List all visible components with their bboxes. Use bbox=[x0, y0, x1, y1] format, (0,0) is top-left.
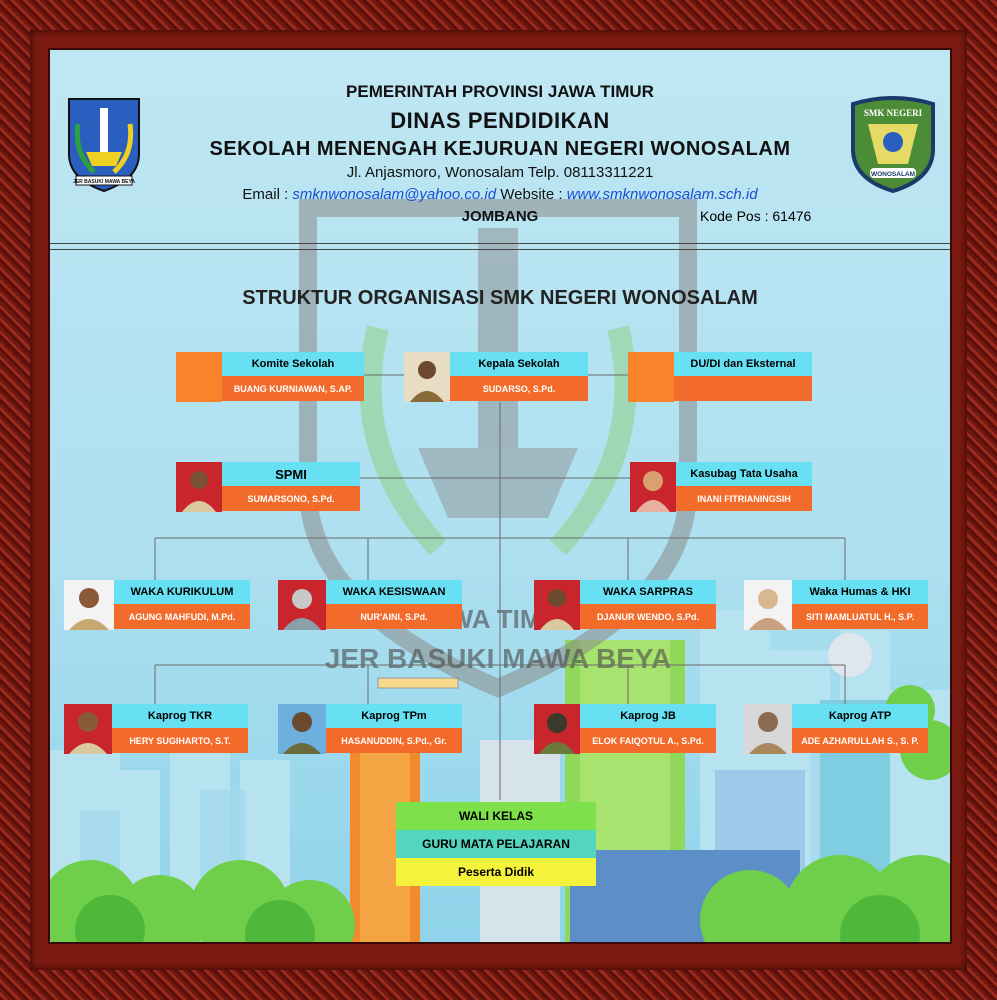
node-komite: Komite Sekolah BUANG KURNIAWAN, S.AP. bbox=[176, 352, 364, 402]
dudi-placeholder bbox=[628, 352, 674, 402]
spmi-photo bbox=[176, 462, 222, 512]
atp-title: Kaprog ATP bbox=[792, 704, 928, 728]
header-dinas: DINAS PENDIDIKAN bbox=[390, 108, 610, 133]
kesiswaan-title: WAKA KESISWAAN bbox=[326, 580, 462, 604]
person-icon bbox=[539, 713, 575, 754]
peserta-box: Peserta Didik bbox=[396, 858, 596, 886]
right-logo-top-text: SMK NEGERI bbox=[864, 108, 923, 118]
node-kasubag: Kasubag Tata Usaha INANI FITRIANINGSIH bbox=[630, 462, 812, 512]
node-tkr: Kaprog TKR HERY SUGIHARTO, S.T. bbox=[64, 704, 248, 754]
kasubag-name: INANI FITRIANINGSIH bbox=[676, 486, 812, 511]
jb-photo bbox=[534, 704, 580, 754]
chart-title: STRUKTUR ORGANISASI SMK NEGERI WONOSALAM bbox=[242, 287, 758, 309]
tkr-photo bbox=[64, 704, 112, 754]
watermark-emblem: JAWA TIMUR JER BASUKI MAWA BEYA bbox=[299, 199, 697, 698]
website-link[interactable]: www.smknwonosalam.sch.id bbox=[566, 186, 758, 203]
tpm-title: Kaprog TPm bbox=[326, 704, 462, 728]
kepsek-photo bbox=[404, 352, 450, 402]
atp-name: ADE AZHARULLAH S., S. P. bbox=[792, 728, 928, 753]
header-address: Jl. Anjasmoro, Wonosalam Telp. 081133112… bbox=[346, 164, 654, 181]
spmi-name: SUMARSONO, S.Pd. bbox=[222, 486, 360, 511]
tpm-name: HASANUDDIN, S.Pd., Gr. bbox=[326, 728, 462, 753]
kurikulum-title: WAKA KURIKULUM bbox=[114, 580, 250, 604]
node-tpm: Kaprog TPm HASANUDDIN, S.Pd., Gr. bbox=[278, 704, 462, 754]
person-icon bbox=[69, 588, 109, 630]
poster: JAWA TIMUR JER BASUKI MAWA BEYA JER BASU… bbox=[48, 48, 952, 944]
kesiswaan-name: NUR'AINI, S.Pd. bbox=[326, 604, 462, 629]
guru-box: GURU MATA PELAJARAN bbox=[396, 830, 596, 858]
tpm-photo bbox=[278, 704, 326, 754]
node-kepsek: Kepala Sekolah SUDARSO, S.Pd. bbox=[404, 352, 588, 402]
node-jb: Kaprog JB ELOK FAIQOTUL A., S.Pd. bbox=[534, 704, 716, 754]
kurikulum-name: AGUNG MAHFUDI, M.Pd. bbox=[114, 604, 250, 629]
node-atp: Kaprog ATP ADE AZHARULLAH S., S. P. bbox=[744, 704, 928, 754]
node-dudi: DU/DI dan Eksternal bbox=[628, 352, 812, 402]
humas-title: Waka Humas & HKI bbox=[792, 580, 928, 604]
kasubag-title: Kasubag Tata Usaha bbox=[676, 462, 812, 486]
node-humas: Waka Humas & HKI SITI MAMLUATUL H., S.P. bbox=[744, 580, 928, 630]
header-rule-top bbox=[50, 243, 950, 244]
header-rule-bottom bbox=[50, 249, 950, 250]
person-icon bbox=[283, 712, 321, 754]
wali-kelas-box: WALI KELAS bbox=[396, 802, 596, 830]
east-java-logo: JER BASUKI MAWA BEYA bbox=[68, 98, 140, 193]
humas-photo bbox=[744, 580, 792, 630]
komite-name: BUANG KURNIAWAN, S.AP. bbox=[222, 376, 364, 401]
dudi-name bbox=[674, 376, 812, 401]
atp-photo bbox=[744, 704, 792, 754]
humas-name: SITI MAMLUATUL H., S.P. bbox=[792, 604, 928, 629]
person-icon bbox=[636, 471, 670, 512]
tkr-title: Kaprog TKR bbox=[112, 704, 248, 728]
kesiswaan-photo bbox=[278, 580, 326, 630]
kurikulum-photo bbox=[64, 580, 114, 630]
komite-placeholder bbox=[176, 352, 222, 402]
header-province: PEMERINTAH PROVINSI JAWA TIMUR bbox=[346, 82, 654, 101]
node-sarpras: WAKA SARPRAS DJANUR WENDO, S.Pd. bbox=[534, 580, 716, 630]
node-spmi: SPMI SUMARSONO, S.Pd. bbox=[176, 462, 360, 512]
email-label: Email : bbox=[242, 186, 293, 203]
website-label: Website : bbox=[496, 186, 567, 203]
person-icon bbox=[69, 712, 107, 754]
dudi-title: DU/DI dan Eksternal bbox=[674, 352, 812, 376]
header-contact: Email : smknwonosalam@yahoo.co.id Websit… bbox=[50, 186, 950, 203]
kepsek-title: Kepala Sekolah bbox=[450, 352, 588, 376]
node-kurikulum: WAKA KURIKULUM AGUNG MAHFUDI, M.Pd. bbox=[64, 580, 250, 630]
komite-title: Komite Sekolah bbox=[222, 352, 364, 376]
person-icon bbox=[182, 471, 216, 512]
person-icon bbox=[749, 712, 787, 754]
header-city: JOMBANG bbox=[461, 208, 539, 225]
tkr-name: HERY SUGIHARTO, S.T. bbox=[112, 728, 248, 753]
kasubag-photo bbox=[630, 462, 676, 512]
kepsek-name: SUDARSO, S.Pd. bbox=[450, 376, 588, 401]
left-logo-text: JER BASUKI MAWA BEYA bbox=[73, 179, 135, 185]
header-school: SEKOLAH MENENGAH KEJURUAN NEGERI WONOSAL… bbox=[209, 138, 791, 160]
sarpras-photo bbox=[534, 580, 580, 630]
right-logo-bottom-text: WONOSALAM bbox=[871, 171, 915, 178]
header-postcode: Kode Pos : 61476 bbox=[700, 208, 812, 224]
person-icon bbox=[540, 589, 574, 630]
sarpras-title: WAKA SARPRAS bbox=[580, 580, 716, 604]
person-icon bbox=[283, 589, 321, 630]
spmi-title: SPMI bbox=[222, 462, 360, 486]
sarpras-name: DJANUR WENDO, S.Pd. bbox=[580, 604, 716, 629]
person-icon bbox=[410, 361, 444, 402]
watermark-text-2: JER BASUKI MAWA BEYA bbox=[325, 643, 671, 674]
jb-title: Kaprog JB bbox=[580, 704, 716, 728]
email-link[interactable]: smknwonosalam@yahoo.co.id bbox=[292, 186, 497, 203]
person-icon bbox=[749, 589, 787, 630]
smk-logo: SMK NEGERI WONOSALAM bbox=[851, 96, 935, 194]
node-kesiswaan: WAKA KESISWAAN NUR'AINI, S.Pd. bbox=[278, 580, 462, 630]
jb-name: ELOK FAIQOTUL A., S.Pd. bbox=[580, 728, 716, 753]
